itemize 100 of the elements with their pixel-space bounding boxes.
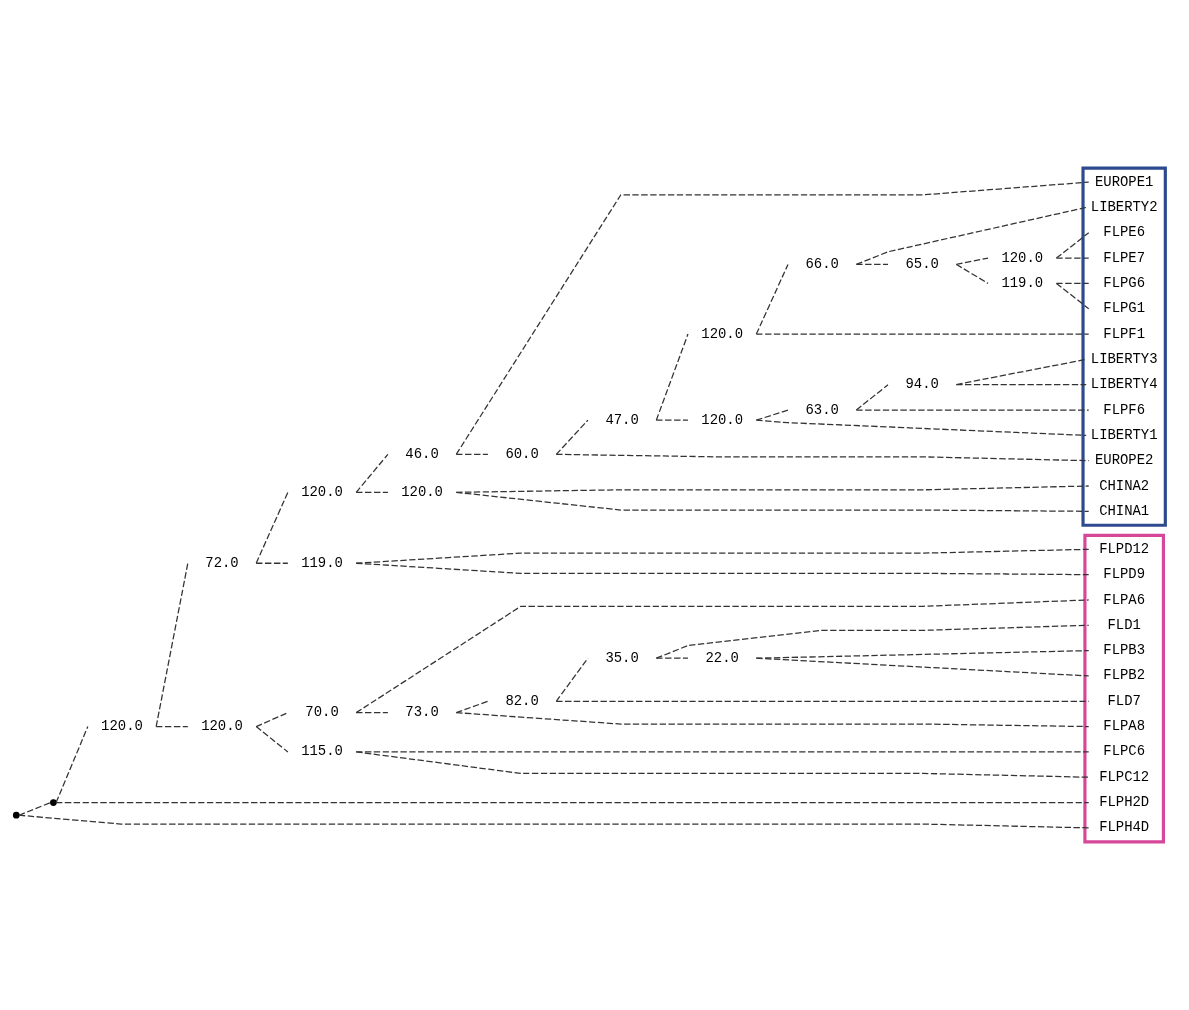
node-text: FLPB3 (1103, 642, 1146, 659)
node-text: 22.0 (705, 649, 739, 666)
connector (655, 419, 689, 421)
connector (1055, 282, 1090, 285)
connector (255, 712, 289, 728)
node-text: FLD7 (1107, 692, 1141, 709)
node-text: LIBERTY2 (1090, 198, 1158, 215)
cluster (1081, 166, 1167, 527)
connector (355, 491, 389, 493)
connector (355, 599, 1090, 714)
node-text: FLPE6 (1103, 224, 1146, 241)
node-text: 65.0 (905, 255, 939, 272)
connector (755, 657, 1090, 677)
node-text: 72.0 (205, 554, 239, 571)
node-text: CHINA2 (1099, 477, 1150, 494)
node-text: FLPG6 (1103, 274, 1146, 291)
node-text: 73.0 (405, 704, 439, 721)
node-text: 66.0 (805, 255, 839, 272)
node-text: 119.0 (1001, 274, 1044, 291)
node-text: 47.0 (605, 411, 639, 428)
connector (155, 562, 189, 728)
node-text: 120.0 (201, 718, 243, 735)
connector (55, 801, 1090, 804)
node-text: 60.0 (505, 445, 539, 462)
connector (655, 624, 1090, 659)
connector (855, 409, 1090, 411)
connector (355, 712, 389, 714)
node-text: FLPG1 (1103, 300, 1146, 317)
node-text: EUROPE2 (1094, 452, 1154, 469)
node-text: 82.0 (505, 692, 539, 709)
connector (555, 657, 589, 702)
node-text: 46.0 (405, 445, 439, 462)
connector (18, 814, 1090, 829)
node-text: 120.0 (701, 325, 744, 342)
connector (755, 419, 1087, 436)
node-text: FLPC6 (1103, 743, 1146, 760)
connector (255, 491, 289, 564)
connector (55, 725, 89, 804)
node-text: EUROPE1 (1094, 173, 1154, 190)
connector (455, 700, 489, 714)
connector (355, 751, 1090, 778)
connector (955, 257, 989, 266)
node-text: 120.0 (701, 411, 744, 428)
connector (155, 725, 189, 728)
node-text: FLPD12 (1099, 540, 1150, 557)
connector (755, 649, 1090, 659)
node-text: FLPA6 (1103, 591, 1146, 608)
node-text: FLPE7 (1103, 249, 1146, 266)
node-text: LIBERTY4 (1090, 376, 1158, 393)
node-text: FLPH4D (1099, 819, 1150, 836)
node-text: LIBERTY3 (1090, 350, 1158, 367)
connector (555, 453, 1090, 462)
node-text: 63.0 (805, 401, 839, 418)
node-text: 120.0 (101, 718, 143, 735)
node-text: 115.0 (301, 743, 343, 760)
connector (455, 181, 1090, 455)
connector (18, 801, 52, 816)
node-text: 70.0 (305, 704, 339, 721)
node-text: FLPB2 (1103, 667, 1146, 684)
cluster (1083, 533, 1165, 844)
connector (1055, 232, 1090, 259)
connector (355, 453, 389, 493)
connector (955, 358, 1087, 386)
node-text: LIBERTY1 (1090, 426, 1158, 443)
connector (755, 263, 789, 335)
connector (855, 384, 889, 411)
connector (655, 333, 689, 421)
node-point (50, 799, 57, 806)
node-text: 120.0 (401, 483, 443, 500)
node-text: FLPD9 (1103, 566, 1146, 583)
node-text: CHINA1 (1099, 502, 1150, 519)
connector (955, 384, 1087, 386)
connector (555, 419, 589, 455)
node-text: FLPC12 (1099, 768, 1150, 785)
node-text: FLPH2D (1099, 794, 1150, 811)
node-text: FLD1 (1107, 616, 1141, 633)
connector (355, 548, 1090, 564)
connector (1055, 257, 1090, 259)
connector (955, 263, 989, 285)
connector (555, 700, 1090, 702)
node-point (12, 811, 20, 819)
connector (655, 657, 689, 659)
connector (1055, 282, 1090, 310)
connector (355, 751, 1090, 753)
connector (855, 206, 1087, 266)
connector (755, 409, 789, 421)
connector (255, 562, 289, 564)
node-text: FLPA8 (1103, 718, 1146, 735)
connector (255, 725, 289, 753)
node-text: 120.0 (301, 483, 343, 500)
node-text: FLPF6 (1103, 401, 1146, 418)
node-text: 94.0 (905, 376, 939, 393)
connector (855, 263, 889, 266)
node-text: 120.0 (1001, 249, 1044, 266)
connector (455, 453, 489, 455)
node-text: 35.0 (605, 649, 639, 666)
connector (755, 333, 1090, 335)
node-text: 119.0 (301, 554, 343, 571)
connector (455, 485, 1090, 493)
node-text: FLPF1 (1103, 325, 1146, 342)
